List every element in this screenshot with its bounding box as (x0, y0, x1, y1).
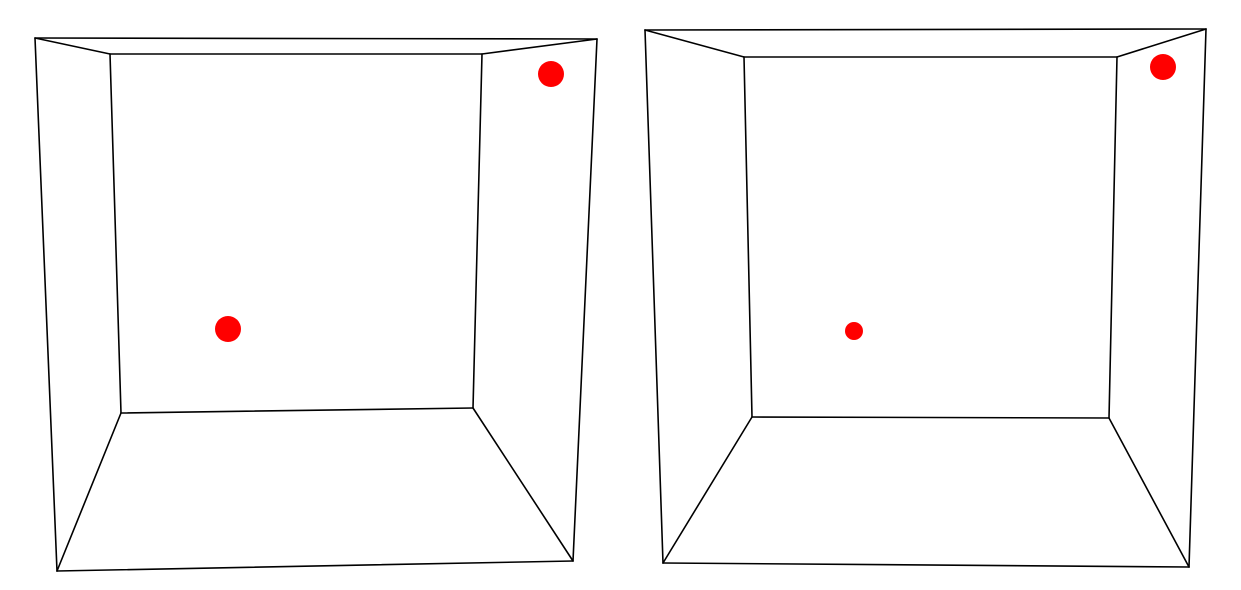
front-left-edge (644, 29, 664, 564)
back-bottom-edge (751, 416, 1110, 419)
left-corner-dot (538, 61, 564, 87)
front-bottom-edge (662, 562, 1190, 568)
front-right-edge (1188, 28, 1207, 568)
right-center-dot (845, 322, 863, 340)
depth-edge-top-right (1116, 28, 1207, 58)
depth-edge-bottom-left (662, 416, 753, 564)
depth-edge-bottom-right (1108, 417, 1190, 568)
depth-edge-bottom-left (56, 412, 122, 572)
depth-edge-top-left (34, 37, 111, 55)
depth-edge-top-right (481, 38, 598, 55)
back-right-edge (472, 53, 483, 409)
back-right-edge (1108, 56, 1118, 419)
back-left-edge (743, 56, 753, 418)
front-left-edge (34, 37, 58, 572)
left-box-panel (34, 37, 598, 572)
right-box-panel (644, 28, 1207, 568)
left-center-dot (215, 316, 241, 342)
front-right-edge (572, 38, 598, 562)
depth-edge-top-left (644, 29, 745, 58)
front-top-edge (644, 28, 1207, 31)
back-bottom-edge (120, 407, 474, 414)
back-left-edge (109, 53, 122, 414)
front-top-edge (34, 37, 598, 40)
depth-edge-bottom-right (472, 407, 574, 562)
right-corner-dot (1150, 54, 1176, 80)
front-bottom-edge (56, 560, 574, 572)
